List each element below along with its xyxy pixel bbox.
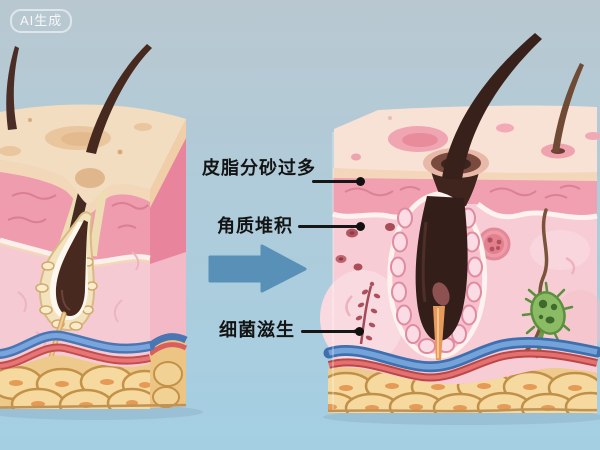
left-hair-2 [86, 44, 152, 154]
right-blood-vessels [323, 337, 600, 382]
callout-line-sebum [312, 180, 358, 183]
arrow-right-icon [208, 244, 307, 293]
green-bacterium-icon [521, 281, 574, 359]
callout-label-keratin: 角质堆积 [217, 216, 293, 236]
right-hair-thick [442, 33, 542, 180]
ai-generated-badge: AI生成 [10, 9, 73, 33]
callout-dot-keratin [356, 222, 365, 231]
right-skin-block [320, 33, 600, 425]
callout-line-keratin [298, 225, 358, 228]
left-blood-vessels [0, 330, 155, 370]
left-hair-follicle [35, 211, 98, 375]
callout-label-sebum: 皮脂分砂过多 [202, 158, 316, 178]
callout-dot-sebum [356, 177, 365, 186]
left-skin-block [0, 44, 203, 420]
left-fat-layer [0, 355, 187, 409]
keratin-plugs [335, 223, 395, 271]
left-hair-1 [6, 46, 19, 130]
right-hair-thin [552, 63, 584, 153]
callout-label-bacteria: 细菌滋生 [219, 320, 295, 340]
right-fat-layer [327, 367, 598, 413]
ai-generated-badge-label: AI生成 [20, 13, 63, 28]
callout-line-bacteria [301, 330, 357, 333]
right-hair-follicle [387, 191, 488, 360]
callout-dot-bacteria [355, 327, 364, 336]
